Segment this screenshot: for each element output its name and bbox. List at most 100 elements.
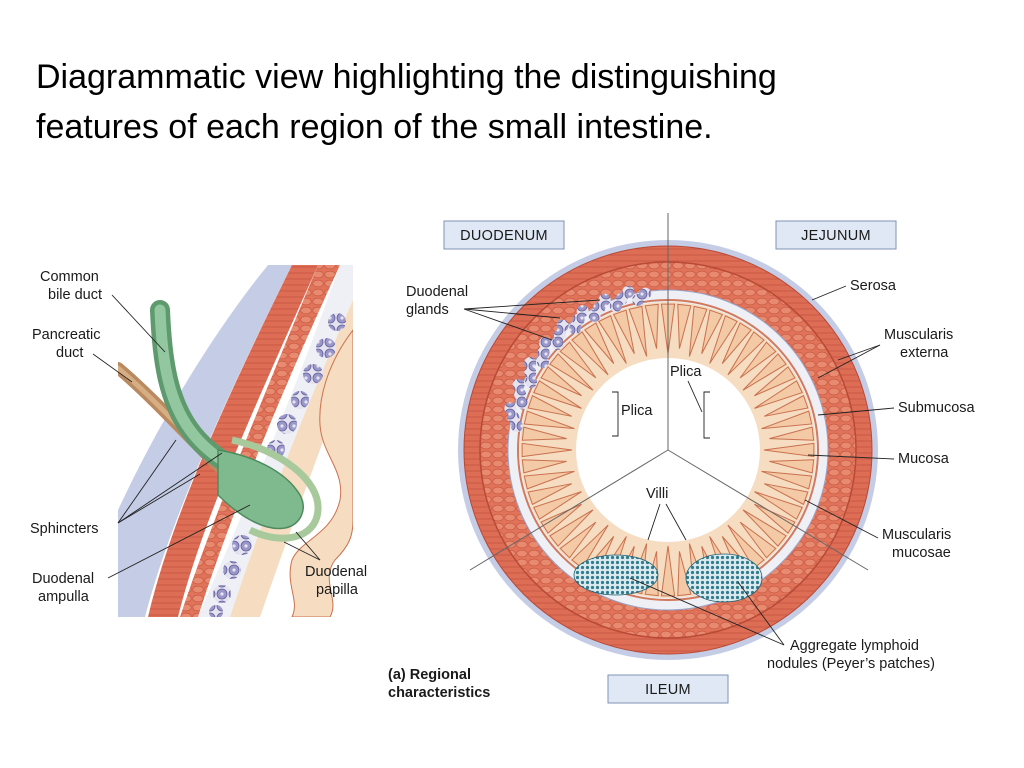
villus [559,521,597,559]
duodenal-gland [551,337,564,350]
villus [571,331,609,376]
label-duodenal-glands-l2: glands [406,302,449,318]
label-muscularis-externa-l1: Muscularis [884,327,953,343]
villus [754,491,803,520]
villus [628,305,648,357]
villus [533,491,582,520]
duodenal-gland [512,378,525,391]
label-plica-left: Plica [612,391,653,437]
sphincter-ring [231,436,322,542]
duodenal-glands-region [504,285,652,433]
duodenal-gland [553,328,566,341]
label-plica-right-text: Plica [670,364,702,380]
peyers-patch-right [685,553,763,603]
villus [742,353,787,391]
villus [709,315,738,364]
label-villi: Villi [646,486,687,541]
label-duodenal-ampulla: Duodenal ampulla [32,504,251,605]
villus [571,524,609,569]
villus [598,315,627,364]
label-sphincters: Sphincters [30,439,223,537]
label-duodenal-glands: Duodenal glands [406,284,601,341]
villus [523,410,575,430]
region-jejunum-text: JEJUNUM [801,228,871,244]
cross-section [458,213,878,660]
villus [527,394,572,417]
duodenal-gland [538,337,551,350]
region-label-ileum: ILEUM [607,674,729,704]
villus [754,380,803,409]
duodenal-wall-illustration [118,265,353,617]
duodenal-gland [524,366,537,379]
label-muscularis-externa: Muscularis externa [817,327,953,379]
duodenal-gland [598,293,611,306]
slide-title: Diagrammatic view highlighting the disti… [36,52,996,152]
label-serosa-text: Serosa [850,278,897,294]
villus [727,524,765,569]
label-aggregate-lymphoid-l1: Aggregate lymphoid [790,638,919,654]
label-submucosa-text: Submucosa [898,400,976,416]
region-ileum-text: ILEUM [645,682,691,698]
label-duodenal-ampulla-l2: ampulla [38,589,90,605]
villus [688,305,708,357]
villus [721,322,752,364]
label-mucosa-text: Mucosa [898,451,950,467]
villus [764,394,809,417]
label-aggregate-lymphoid-l2: nodules (Peyer’s patches) [767,656,935,672]
label-plica-right: Plica [670,364,710,439]
villus [521,459,567,474]
label-mucosa: Mucosa [807,451,950,467]
villus [739,521,777,559]
label-pancreatic-duct-l1: Pancreatic [32,327,101,343]
villus [540,366,582,397]
villus [754,366,796,397]
duodenal-ampulla-shape [217,449,304,530]
villus [742,509,787,547]
label-pancreatic-duct: Pancreatic duct [32,327,133,383]
duodenal-gland [639,287,652,300]
villus [644,303,659,349]
duodenal-gland [576,305,589,318]
label-common-bile-duct-l2: bile duct [48,287,102,303]
duodenal-gland [556,319,569,332]
label-muscularis-mucosae-l2: mucosae [892,545,951,561]
duodenal-gland [525,375,538,388]
label-plica-left-text: Plica [621,403,653,419]
title-line-2: features of each region of the small int… [36,108,713,146]
villus [761,470,813,490]
villus [764,483,809,506]
duodenal-gland [536,355,549,368]
duodenal-gland-cluster [209,313,346,617]
duodenal-gland [516,397,529,410]
label-muscularis-mucosae: Muscularis mucosae [804,499,951,561]
caption-line-1: (a) Regional [388,667,471,683]
label-common-bile-duct: Common bile duct [40,269,166,353]
label-common-bile-duct-l1: Common [40,269,99,285]
villus [584,322,615,364]
caption-line-2: characteristics [388,685,490,701]
wall-circular-muscle [180,265,340,617]
duodenal-gland [507,411,520,424]
label-duodenal-ampulla-l1: Duodenal [32,571,94,587]
region-label-duodenum: DUODENUM [443,220,565,250]
villus [761,410,813,430]
label-duodenal-glands-l1: Duodenal [406,284,468,300]
label-duodenal-papilla-l1: Duodenal [305,564,367,580]
duodenal-papilla-shape [289,329,353,617]
villus [540,503,582,534]
label-sphincters-text: Sphincters [30,521,99,537]
villus [769,426,815,441]
villus [727,331,765,376]
label-duodenal-papilla: Duodenal papilla [283,531,367,598]
villus [527,483,572,506]
duodenal-gland [622,285,635,298]
figure-caption: (a) Regional characteristics [388,667,490,701]
villus [754,503,796,534]
label-muscularis-externa-l2: externa [900,345,949,361]
region-duodenum-text: DUODENUM [460,228,548,244]
label-muscularis-mucosae-l1: Muscularis [882,527,951,543]
label-submucosa: Submucosa [817,400,976,416]
label-pancreatic-duct-l2: duct [56,345,83,361]
duodenal-gland [514,388,527,401]
